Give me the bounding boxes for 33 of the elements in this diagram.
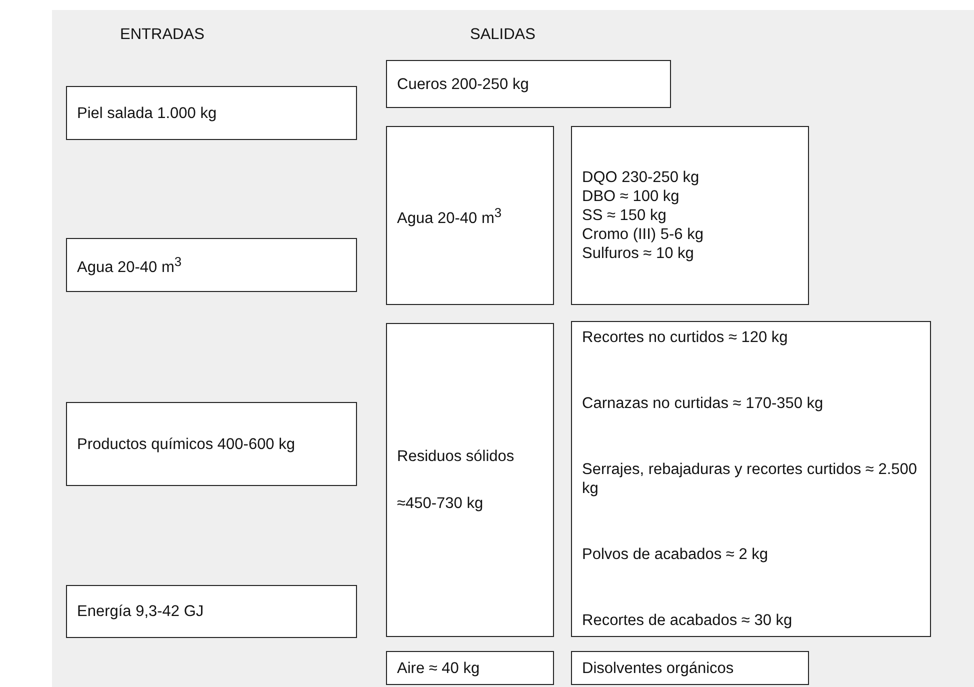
box-text: Carnazas no curtidas ≈ 170-350 kg <box>582 394 824 413</box>
input-box <box>66 238 357 292</box>
box-text: Residuos sólidos <box>397 447 516 466</box>
box-text: Piel salada 1.000 kg <box>77 104 218 122</box>
column-heading: SALIDAS <box>470 26 536 44</box>
box-text: ≈450-730 kg <box>397 494 484 513</box>
output-box <box>571 126 809 305</box>
box-text: Recortes de acabados ≈ 30 kg <box>582 611 794 630</box>
input-box <box>66 585 357 638</box>
box-text: Polvos de acabados ≈ 2 kg <box>582 545 770 564</box>
box-text: Disolventes orgánicos <box>582 658 735 678</box>
output-box <box>571 321 931 637</box>
input-box <box>66 402 357 486</box>
box-text: DQO 230-250 kg <box>582 168 700 187</box>
box-text: Productos químicos 400-600 kg <box>77 434 296 454</box>
box-text: Recortes no curtidos ≈ 120 kg <box>582 328 789 347</box>
output-box <box>386 60 671 108</box>
box-text: Cueros 200-250 kg <box>397 74 530 94</box>
output-box <box>386 651 554 685</box>
box-text: Serrajes, rebajaduras y recortes curtidos ≈ 2.500 kg <box>582 460 918 498</box>
box-text: DBO ≈ 100 kg <box>582 187 680 206</box>
box-text: SS ≈ 150 kg <box>582 206 668 225</box>
output-box <box>386 323 554 637</box>
output-box <box>571 651 809 685</box>
input-box <box>66 86 357 140</box>
box-text: Cromo (III) 5-6 kg <box>582 225 704 244</box>
column-heading: ENTRADAS <box>120 26 204 44</box>
box-text: Agua 20-40 m$^{3}$ <box>77 253 183 278</box>
box-text: Sulfuros ≈ 10 kg <box>582 244 695 263</box>
box-text: Aire ≈ 40 kg <box>397 658 481 678</box>
box-text: Agua 20-40 m$^{3}$ <box>397 204 503 228</box>
output-box <box>386 126 554 305</box>
box-text: Energía 9,3-42 GJ <box>77 602 205 621</box>
